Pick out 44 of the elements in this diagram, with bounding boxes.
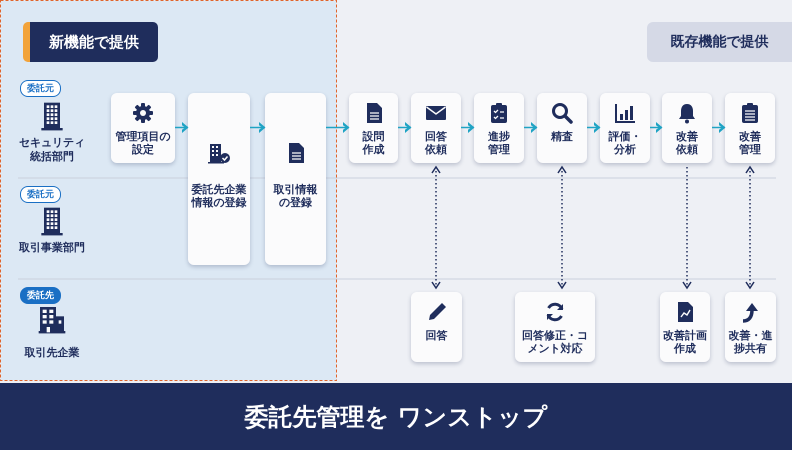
step-label: 回答依頼 bbox=[424, 130, 448, 156]
step-card bbox=[537, 93, 587, 163]
header-title: 既存機能で提供 bbox=[670, 33, 768, 51]
step-card bbox=[411, 93, 461, 163]
section-header bbox=[23, 22, 158, 62]
step-label: 設問作成 bbox=[362, 130, 386, 156]
step-label: 進捗管理 bbox=[487, 130, 511, 156]
step-card bbox=[474, 93, 524, 163]
step-label: 改善管理 bbox=[738, 130, 762, 156]
step-card bbox=[725, 292, 776, 362]
dotted-arrow bbox=[745, 166, 755, 289]
step-card bbox=[349, 93, 398, 163]
step-label: 改善・進捗共有 bbox=[728, 329, 774, 355]
department-label: 取引先企業 bbox=[23, 346, 80, 360]
section-header bbox=[647, 22, 792, 62]
department-label: セキュリティ統括部門 bbox=[18, 136, 86, 164]
step-card bbox=[411, 292, 462, 362]
step-card bbox=[725, 93, 775, 163]
role-badge: 委託元 bbox=[20, 186, 61, 203]
step-label: 精査 bbox=[551, 130, 573, 143]
step-label: 委託先企業情報の登録 bbox=[191, 183, 247, 209]
step-label: 評価・分析 bbox=[608, 130, 642, 156]
step-card bbox=[188, 93, 250, 265]
footer-band bbox=[0, 383, 792, 450]
role-badge: 委託先 bbox=[20, 287, 61, 304]
role-badge: 委託元 bbox=[20, 80, 61, 97]
step-label: 回答 bbox=[426, 329, 448, 342]
step-label: 改善依頼 bbox=[675, 130, 699, 156]
step-card bbox=[600, 93, 650, 163]
department-label: 取引事業部門 bbox=[18, 241, 86, 255]
step-card bbox=[111, 93, 175, 163]
header-title: 新機能で提供 bbox=[49, 32, 139, 52]
step-card bbox=[265, 93, 326, 265]
step-label: 管理項目の設定 bbox=[114, 130, 172, 156]
step-card bbox=[662, 93, 712, 163]
dotted-arrow bbox=[431, 166, 441, 289]
step-card bbox=[660, 292, 710, 362]
step-label: 改善計画作成 bbox=[662, 329, 708, 355]
dotted-arrow bbox=[557, 166, 567, 289]
footer-slogan: 委託先管理を ワンストップ bbox=[244, 402, 548, 432]
dotted-arrow bbox=[682, 167, 692, 289]
step-label: 取引情報の登録 bbox=[272, 183, 318, 209]
step-label: 回答修正・コメント対応 bbox=[521, 329, 589, 355]
step-card bbox=[515, 292, 595, 362]
